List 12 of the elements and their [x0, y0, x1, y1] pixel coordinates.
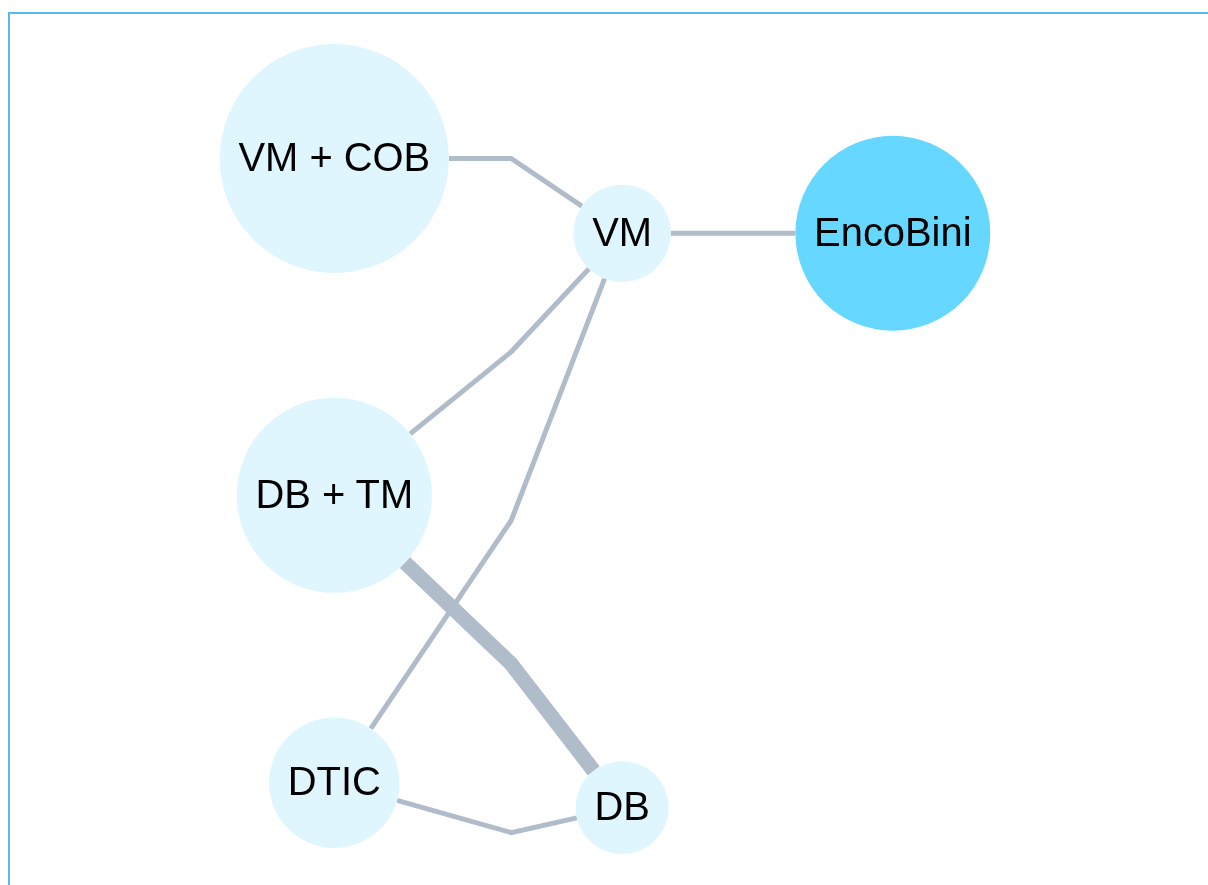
connector: [399, 557, 600, 776]
connector: [408, 267, 591, 436]
connector: [670, 230, 796, 236]
connector: [448, 156, 584, 209]
connector: [396, 798, 578, 836]
node-circle: DB: [575, 761, 669, 855]
node-circle: DTIC: [269, 717, 400, 848]
node-circle: DB + TM: [236, 397, 432, 593]
node-circle: VM: [573, 184, 671, 282]
node-circle: VM + COB: [219, 43, 449, 274]
connector: [368, 277, 607, 731]
node-circle: EncoBini: [795, 135, 991, 331]
